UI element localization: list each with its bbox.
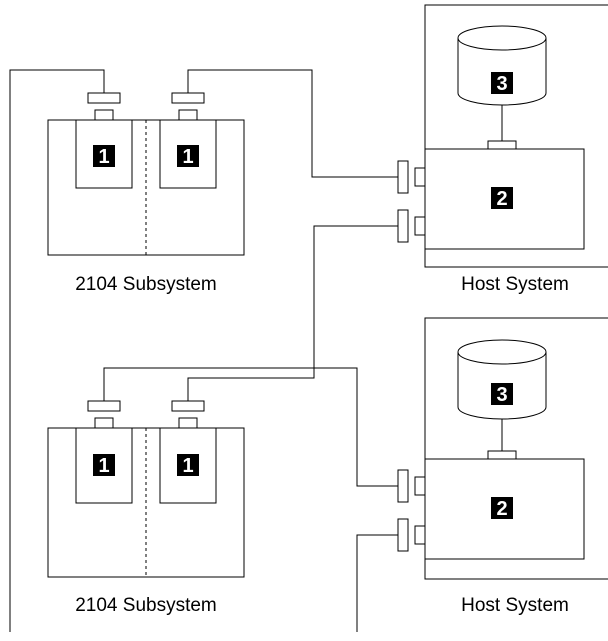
host-port-lower	[397, 209, 426, 243]
disk-number-badge	[491, 72, 513, 94]
cable-sub1-to-host1	[187, 69, 398, 178]
controller-number: 1	[182, 146, 193, 168]
cable-host2-out	[356, 534, 398, 632]
connector	[178, 417, 198, 429]
cable-sub2-to-host2	[314, 367, 398, 487]
controller-1-right: 1	[159, 92, 217, 189]
connector	[178, 109, 198, 121]
cable-loop-left	[9, 69, 105, 632]
host-port-upper	[397, 160, 426, 194]
connector	[487, 450, 517, 460]
controller-1-left: 1	[75, 92, 133, 189]
cable-host1-to-sub2-right	[187, 368, 315, 401]
controller-number: 1	[98, 455, 109, 477]
controller-number-badge	[177, 145, 199, 167]
disk-number-badge	[491, 383, 513, 405]
connector	[87, 92, 121, 104]
connector	[94, 109, 114, 121]
host-system-2: 3 2 Host System	[397, 317, 608, 616]
connector	[87, 400, 121, 412]
connector	[487, 140, 517, 150]
cables	[9, 69, 398, 632]
host-number-badge	[491, 497, 513, 519]
subsystem-label: 2104 Subsystem	[75, 595, 217, 616]
disk-number: 3	[496, 384, 507, 406]
disk-icon: 3	[457, 339, 547, 420]
host-number: 2	[496, 188, 507, 210]
connector	[171, 400, 205, 412]
subsystem-1: 1 1 2104 Subsystem	[47, 92, 245, 295]
connector	[94, 417, 114, 429]
disk-icon: 3	[457, 25, 547, 106]
controller-2-right: 1	[159, 400, 217, 504]
disk-number: 3	[496, 73, 507, 95]
host-port-upper	[397, 469, 426, 503]
host-label: Host System	[461, 595, 569, 616]
controller-2-left: 1	[75, 400, 133, 504]
controller-number-badge	[177, 454, 199, 476]
host-system-1: 3 2 Host System	[397, 4, 608, 295]
controller-number: 1	[182, 455, 193, 477]
host-port-lower	[397, 518, 426, 552]
host-label: Host System	[461, 274, 569, 295]
controller-number: 1	[98, 146, 109, 168]
controller-number-badge	[93, 454, 115, 476]
host-number: 2	[496, 498, 507, 520]
subsystem-2: 1 1 2104 Subsystem	[47, 400, 245, 616]
host-number-badge	[491, 187, 513, 209]
connector	[171, 92, 205, 104]
controller-number-badge	[93, 145, 115, 167]
subsystem-label: 2104 Subsystem	[75, 274, 217, 295]
